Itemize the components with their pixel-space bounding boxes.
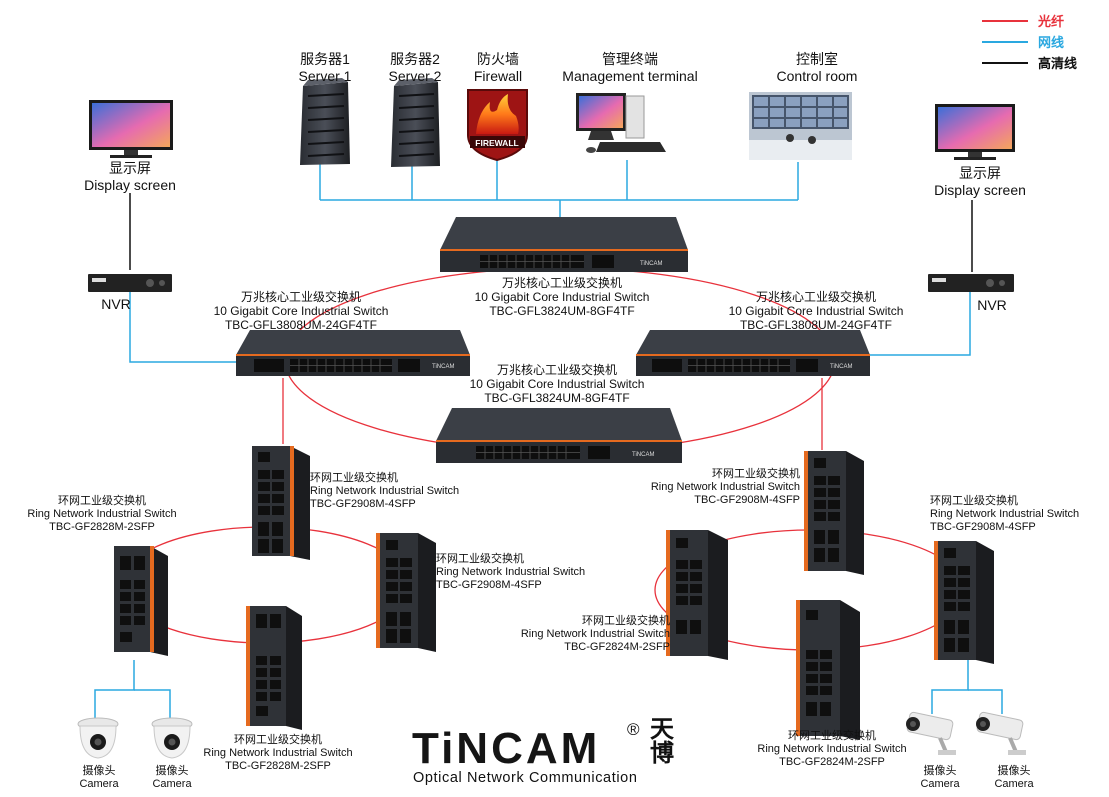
core-switch-right-icon: TiNCAM bbox=[636, 330, 870, 376]
legend-network: 网线 bbox=[982, 31, 1077, 52]
tincam-logo: TiNCAM ® 天 博 Optical Network Communicati… bbox=[412, 718, 682, 790]
management-terminal-icon bbox=[576, 93, 666, 153]
ring-switch-l-left-icon bbox=[114, 546, 168, 656]
nvr-right-icon bbox=[928, 274, 1014, 292]
core-switch-top-label: 万兆核心工业级交换机 10 Gigabit Core Industrial Sw… bbox=[474, 276, 650, 319]
ring-switch-r-bottom-icon bbox=[796, 600, 860, 740]
legend-fiber-swatch bbox=[982, 19, 1028, 22]
nvr-left-icon bbox=[88, 274, 172, 292]
bullet-camera-1-icon bbox=[906, 711, 956, 755]
ring-switch-r-right-icon bbox=[934, 541, 994, 664]
core-switch-bottom-label: 万兆核心工业级交换机 10 Gigabit Core Industrial Sw… bbox=[469, 363, 645, 406]
firewall-label: 防火墙 Firewall bbox=[473, 51, 523, 84]
ring-switch-l-top-icon bbox=[252, 446, 310, 560]
network-cables bbox=[94, 158, 1003, 718]
ring-switch-r-top-icon bbox=[804, 451, 864, 575]
server-1-label: 服务器1 Server 1 bbox=[298, 51, 352, 84]
logo-tagline: Optical Network Communication bbox=[413, 770, 638, 786]
camera-4-label: 摄像头 Camera bbox=[994, 765, 1034, 790]
core-switch-top-brand: TiNCAM bbox=[640, 261, 662, 267]
logo-registered-mark: ® bbox=[627, 720, 640, 739]
display-screen-left-icon bbox=[89, 100, 173, 158]
dome-camera-2-icon bbox=[151, 717, 193, 759]
ring-switch-l-bottom-label: 环网工业级交换机 Ring Network Industrial Switch … bbox=[203, 734, 353, 772]
camera-1-label: 摄像头 Camera bbox=[79, 765, 119, 790]
logo-brand: TiNCAM bbox=[412, 724, 601, 773]
legend-hdmi-label: 高清线 bbox=[1038, 56, 1078, 71]
server-1-icon bbox=[300, 78, 350, 165]
core-switch-left-label: 万兆核心工业级交换机 10 Gigabit Core Industrial Sw… bbox=[213, 290, 389, 333]
ring-switch-r-left-icon bbox=[666, 530, 728, 660]
core-switch-right-brand: TiNCAM bbox=[830, 364, 852, 370]
management-terminal-label: 管理终端 Management terminal bbox=[562, 51, 698, 84]
legend-hdmi-swatch bbox=[982, 61, 1028, 64]
control-room-icon bbox=[749, 92, 852, 160]
display-screen-right-label: 显示屏 Display screen bbox=[934, 165, 1026, 198]
legend: 光纤 网线 高清线 bbox=[982, 10, 1077, 73]
ring-switch-l-bottom-icon bbox=[246, 606, 302, 730]
core-switch-right-label: 万兆核心工业级交换机 10 Gigabit Core Industrial Sw… bbox=[728, 290, 904, 333]
hdmi-cables bbox=[129, 193, 973, 272]
core-switch-left-icon: TiNCAM bbox=[236, 330, 470, 376]
control-room-label: 控制室 Control room bbox=[776, 51, 858, 84]
core-switch-bottom-icon: TiNCAM bbox=[436, 408, 682, 463]
ring-switch-r-bottom-label: 环网工业级交换机 Ring Network Industrial Switch … bbox=[757, 730, 907, 768]
core-switch-left-brand: TiNCAM bbox=[432, 364, 454, 370]
dome-camera-1-icon bbox=[77, 717, 119, 759]
legend-hdmi: 高清线 bbox=[982, 52, 1077, 73]
display-screen-left-label: 显示屏 Display screen bbox=[84, 160, 176, 193]
ring-switch-l-top-label: 环网工业级交换机 Ring Network Industrial Switch … bbox=[310, 472, 460, 510]
server-2-icon bbox=[391, 78, 440, 167]
display-screen-right-icon bbox=[935, 104, 1015, 160]
ring-switch-r-top-label: 环网工业级交换机 Ring Network Industrial Switch … bbox=[650, 468, 800, 506]
camera-3-label: 摄像头 Camera bbox=[920, 765, 960, 790]
legend-fiber-label: 光纤 bbox=[1038, 14, 1065, 29]
core-switch-bottom-brand: TiNCAM bbox=[632, 452, 654, 458]
ring-switch-l-right-label: 环网工业级交换机 Ring Network Industrial Switch … bbox=[436, 553, 586, 591]
ring-switch-r-right-label: 环网工业级交换机 Ring Network Industrial Switch … bbox=[930, 495, 1080, 533]
legend-network-swatch bbox=[982, 40, 1028, 43]
ring-switch-l-left-label: 环网工业级交换机 Ring Network Industrial Switch … bbox=[27, 495, 177, 533]
legend-network-label: 网线 bbox=[1038, 35, 1065, 50]
firewall-icon: FIREWALL bbox=[467, 89, 528, 162]
nvr-right-label: NVR bbox=[977, 297, 1007, 313]
ring-switch-l-right-icon bbox=[376, 533, 436, 652]
camera-2-label: 摄像头 Camera bbox=[152, 765, 192, 790]
server-2-label: 服务器2 Server 2 bbox=[388, 51, 442, 84]
legend-fiber: 光纤 bbox=[982, 10, 1077, 31]
firewall-badge: FIREWALL bbox=[475, 138, 518, 148]
logo-chinese-name: 天 博 bbox=[650, 716, 674, 767]
core-switch-top-icon: TiNCAM bbox=[440, 217, 688, 272]
bullet-camera-2-icon bbox=[976, 711, 1026, 755]
ring-switch-r-left-label: 环网工业级交换机 Ring Network Industrial Switch … bbox=[520, 615, 670, 653]
nvr-left-label: NVR bbox=[101, 296, 131, 312]
